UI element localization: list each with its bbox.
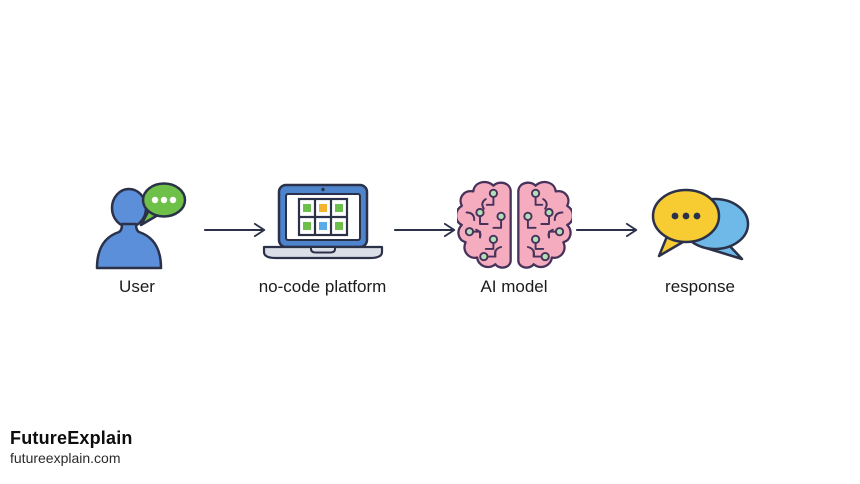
brand-name: FutureExplain <box>10 428 133 448</box>
brain-icon-svg <box>456 180 572 269</box>
brand-block: FutureExplain futureexplain.com <box>10 428 133 466</box>
user-icon-svg <box>95 182 187 270</box>
chat-bubbles-svg <box>651 188 750 261</box>
diagram-node-ai: AI model <box>450 178 578 297</box>
arrow-right-icon <box>575 221 641 239</box>
laptop-grid-icon <box>258 178 388 270</box>
node-label-ai: AI model <box>480 277 548 296</box>
arrow-right-icon <box>393 221 459 239</box>
arrow-right-icon <box>203 221 269 239</box>
node-label-user: User <box>119 277 155 296</box>
laptop-icon-svg <box>262 183 383 260</box>
diagram-node-platform: no-code platform <box>245 178 400 297</box>
brain-circuit-icon <box>456 178 572 270</box>
brand-url: futureexplain.com <box>10 449 121 466</box>
chat-bubbles-icon <box>646 178 754 270</box>
user-with-speech-bubble-icon <box>85 178 189 270</box>
diagram-node-response: response <box>640 178 760 297</box>
node-label-platform: no-code platform <box>258 277 387 296</box>
node-label-response: response <box>665 277 735 296</box>
diagram-node-user: User <box>85 178 189 297</box>
